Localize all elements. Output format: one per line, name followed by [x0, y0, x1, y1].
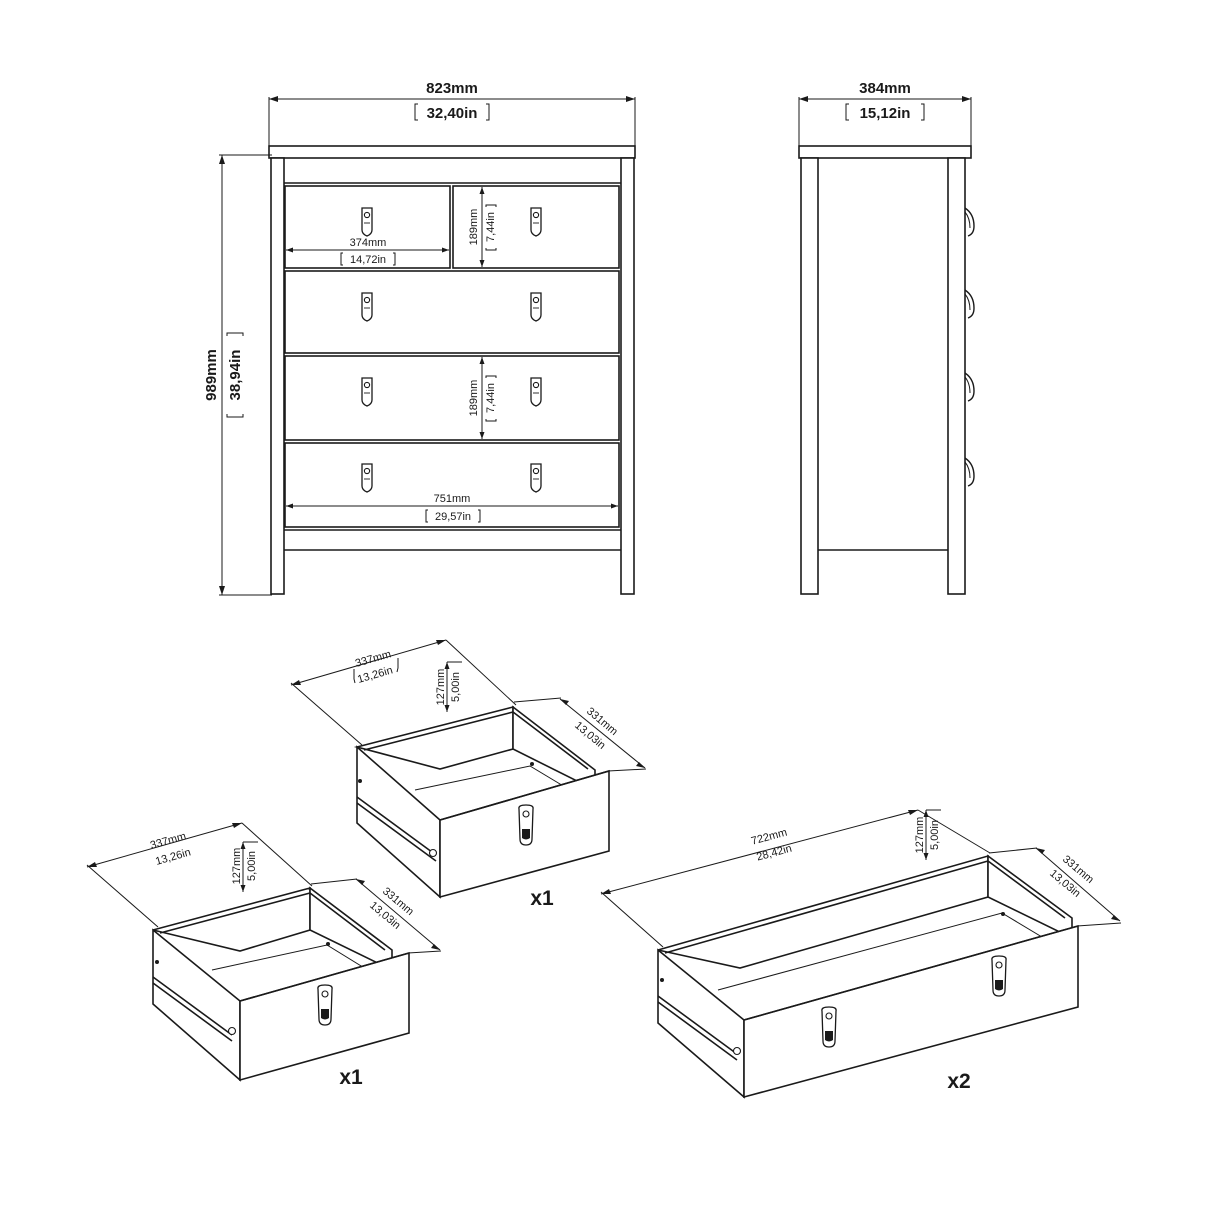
drawer-b-height-mm: 127mm — [231, 848, 243, 885]
front-top-panel — [268, 145, 636, 159]
side-top-panel — [798, 145, 972, 159]
handle-icon — [530, 292, 542, 322]
drawer-a-height-mm: 127mm — [435, 669, 447, 706]
overall-height-in: 38,94in — [227, 350, 244, 401]
side-depth-mm: 384mm — [859, 80, 911, 97]
large-drawer-width-mm: 751mm — [434, 493, 471, 505]
handle-icon — [530, 463, 542, 493]
handle-icon — [361, 463, 373, 493]
large-drawer-width-in: 29,57in — [435, 511, 471, 523]
drawer-a-side — [356, 745, 441, 899]
large-drawer-height-in: 7,44in — [485, 383, 497, 413]
handle-icon — [964, 372, 975, 402]
drawer-c-side — [657, 948, 745, 1099]
handle-icon — [964, 207, 975, 237]
front-large-drawer-1 — [284, 270, 620, 354]
drawer-a-height-in: 5,00in — [450, 672, 462, 702]
drawer-b-height-in: 5,00in — [246, 851, 258, 881]
front-left-side — [270, 157, 285, 595]
drawer-a-quantity: x1 — [530, 887, 554, 910]
front-large-drawer-3 — [284, 442, 620, 528]
small-drawer-width-in: 14,72in — [350, 254, 386, 266]
drawer-b: 337mm 13,26in 127mm 5,00in 331mm 13,03in… — [86, 822, 442, 1089]
large-drawer-height-mm: 189mm — [468, 380, 480, 417]
drawer-c-quantity: x2 — [947, 1070, 970, 1093]
handle-icon — [964, 289, 975, 319]
overall-width-mm: 823mm — [426, 80, 478, 97]
handle-icon — [361, 207, 373, 237]
handle-icon — [317, 984, 333, 1026]
handle-icon — [991, 955, 1007, 997]
handle-icon — [964, 457, 975, 487]
side-back-leg — [800, 157, 819, 595]
small-drawer-height-mm: 189mm — [468, 209, 480, 246]
small-drawer-height-in: 7,44in — [485, 212, 497, 242]
handle-icon — [361, 292, 373, 322]
drawer-c-height-mm: 127mm — [914, 817, 926, 854]
drawer-c-width-in: 28,42in — [755, 843, 793, 864]
handle-icon — [821, 1006, 837, 1048]
drawer-b-side — [152, 928, 241, 1082]
front-small-drawer-left — [284, 185, 451, 269]
drawer-c: 722mm 28,42in 127mm 5,00in 331mm 13,03in… — [600, 809, 1122, 1099]
front-right-side — [620, 157, 635, 595]
handle-icon — [530, 207, 542, 237]
front-small-drawer-right — [452, 185, 620, 269]
side-depth-in: 15,12in — [860, 105, 911, 122]
drawer-a: 337mm 13,26in 127mm 5,00in 331mm 13,03in… — [290, 639, 647, 910]
drawer-b-quantity: x1 — [339, 1066, 363, 1089]
small-drawer-width-mm: 374mm — [350, 237, 387, 249]
overall-width-in: 32,40in — [427, 105, 478, 122]
handle-icon — [518, 804, 534, 846]
drawer-c-height-in: 5,00in — [929, 820, 941, 850]
handle-icon — [530, 377, 542, 407]
front-large-drawer-2 — [284, 355, 620, 441]
side-view: 384mm 15,12in — [798, 80, 975, 595]
handle-icon — [361, 377, 373, 407]
overall-height-mm: 989mm — [203, 349, 220, 401]
front-view: 823mm 32,40in 989mm 38,94in 374mm 14,72i… — [203, 80, 636, 596]
side-front-leg — [947, 157, 966, 595]
